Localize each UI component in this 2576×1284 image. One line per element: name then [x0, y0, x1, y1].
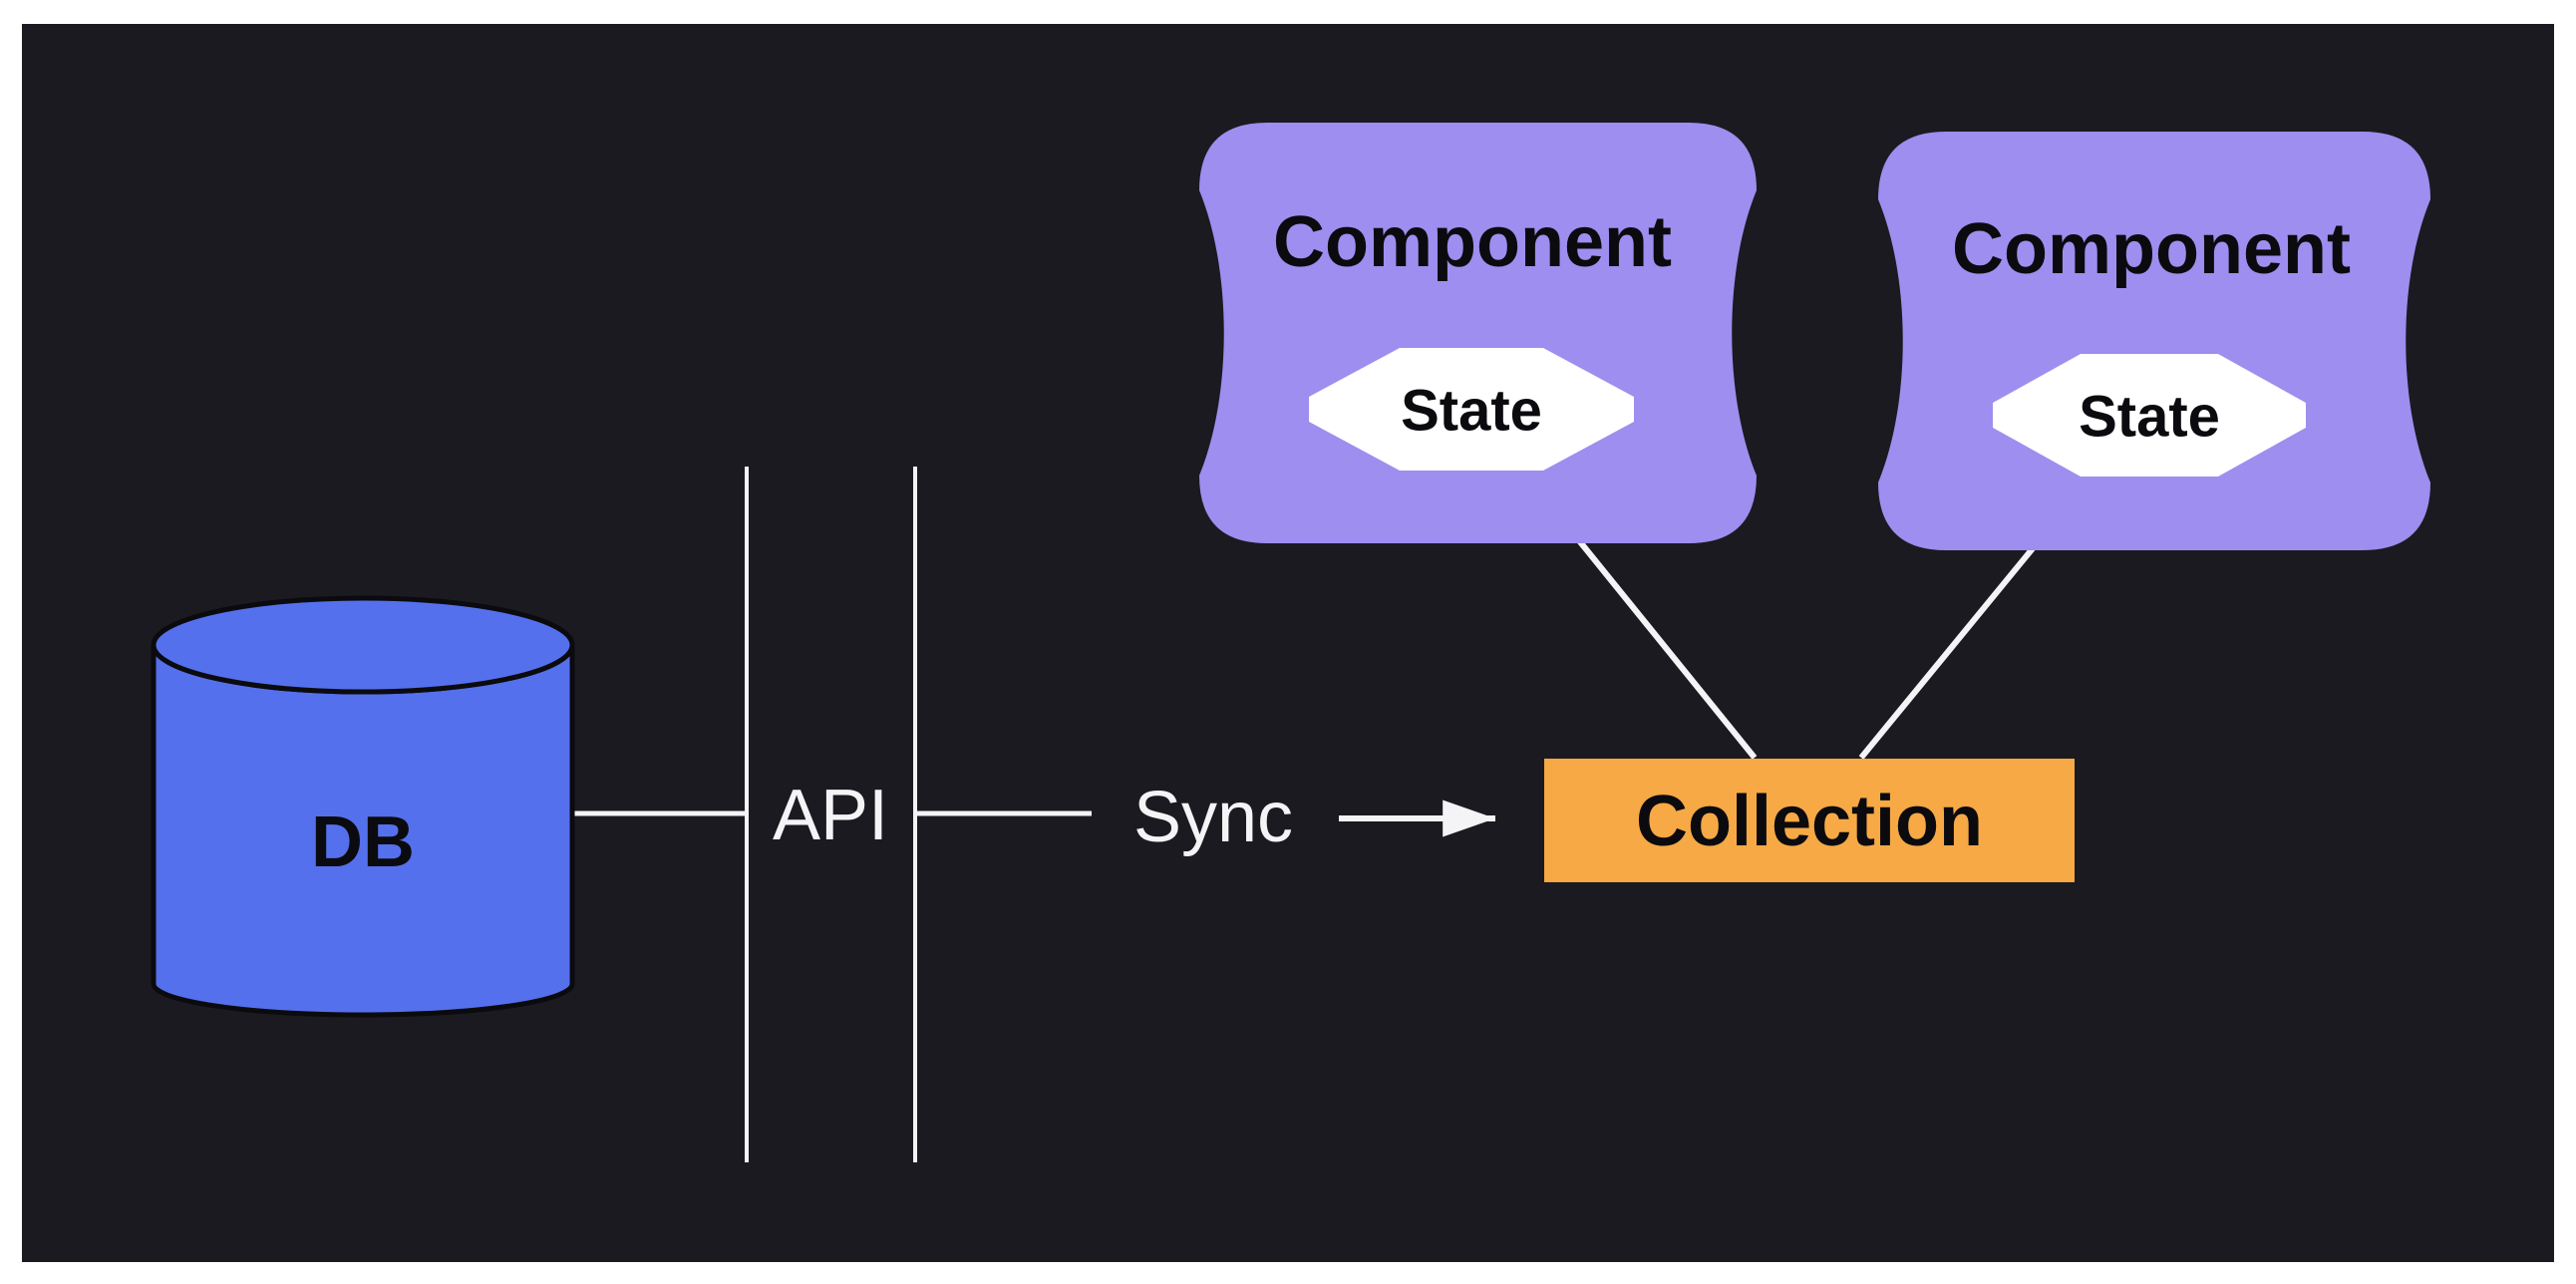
- component-left-label: Component: [1273, 202, 1672, 282]
- collection-box: [1544, 759, 2075, 882]
- db-cylinder-top: [151, 595, 575, 695]
- component-left-shape: [1199, 123, 1757, 543]
- component-right-label: Component: [1952, 209, 2351, 289]
- api-label: API: [773, 776, 888, 855]
- state-right-label: State: [2079, 385, 2220, 450]
- db-label: DB: [311, 802, 415, 882]
- db-node: DB: [151, 595, 575, 1018]
- sync-label: Sync: [1133, 778, 1293, 857]
- component-right-shape: [1878, 132, 2430, 550]
- component-left-node: Component State: [1199, 123, 1757, 543]
- component-right-node: Component State: [1878, 132, 2430, 550]
- state-left-octagon: [1309, 348, 1634, 471]
- collection-label: Collection: [1636, 782, 1983, 861]
- collection-node: Collection: [1544, 759, 2075, 882]
- state-left-label: State: [1401, 379, 1542, 444]
- state-right-octagon: [1993, 354, 2306, 477]
